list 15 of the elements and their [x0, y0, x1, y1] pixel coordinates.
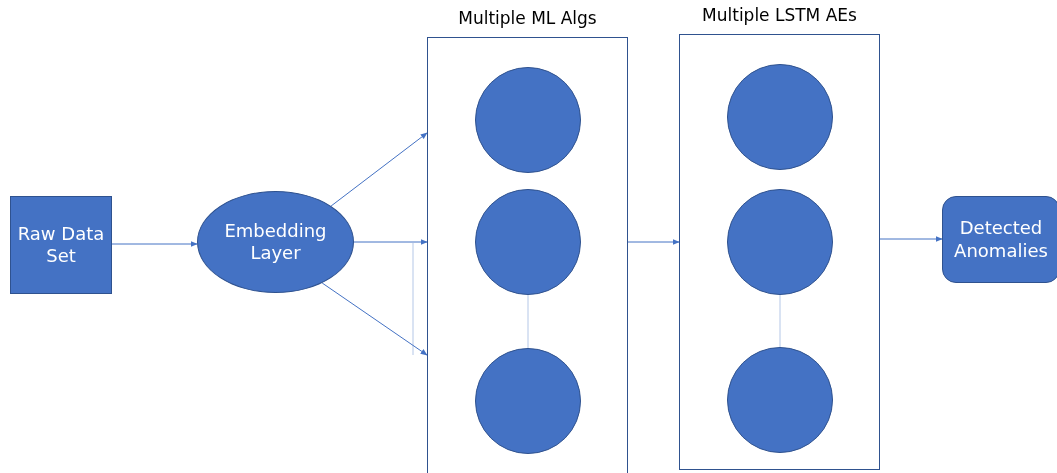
- arrow: [321, 282, 428, 356]
- node-label: Detected Anomalies: [953, 217, 1049, 262]
- arrow: [353, 239, 428, 245]
- arrow: [627, 239, 680, 245]
- group-heading: Multiple ML Algs: [457, 8, 598, 28]
- arrow: [879, 236, 943, 242]
- connector-line: [779, 294, 781, 348]
- process-box: [10, 196, 112, 294]
- connector-line: [527, 294, 529, 349]
- node-label: Raw Data Set: [16, 222, 106, 268]
- node-label: Embedding Layer: [223, 219, 328, 265]
- group-heading: Multiple LSTM AEs: [701, 5, 858, 25]
- arrow: [111, 241, 198, 247]
- arrow: [330, 132, 428, 207]
- output-box: [942, 196, 1057, 283]
